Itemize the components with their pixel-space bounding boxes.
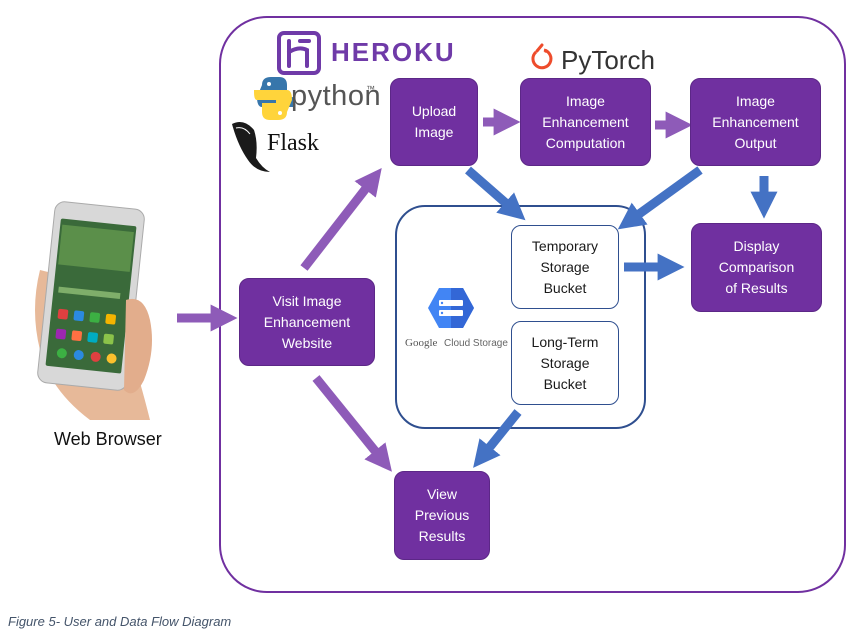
visit-website-node: Visit Image Enhancement Website bbox=[239, 278, 375, 366]
view-previous-results-node: View Previous Results bbox=[394, 471, 490, 560]
heroku-logo-text: HEROKU bbox=[331, 37, 456, 67]
figure-caption: Figure 5- User and Data Flow Diagram bbox=[8, 614, 232, 629]
heroku-icon bbox=[277, 31, 321, 75]
pytorch-icon bbox=[531, 43, 553, 70]
gcs-brand-text: Google bbox=[405, 337, 438, 349]
python-logo-text: python bbox=[291, 80, 382, 112]
arrow-visit-to-view bbox=[312, 375, 392, 472]
temporary-storage-bucket: Temporary Storage Bucket bbox=[511, 225, 619, 309]
python-icon bbox=[254, 77, 295, 120]
enhancement-computation-node: Image Enhancement Computation bbox=[520, 78, 651, 166]
web-browser-label: Web Browser bbox=[54, 429, 162, 449]
python-trademark: ™ bbox=[366, 84, 375, 94]
flask-logo-text: Flask bbox=[267, 130, 320, 156]
long-term-storage-bucket: Long-Term Storage Bucket bbox=[511, 321, 619, 405]
arrow-upload-to-temp bbox=[465, 166, 526, 221]
pytorch-logo-text: PyTorch bbox=[561, 45, 655, 75]
arrow-longterm-to-view bbox=[473, 409, 522, 468]
arrow-visit-to-upload bbox=[300, 168, 382, 271]
arrow-output-to-temp bbox=[617, 166, 703, 230]
display-comparison-node: Display Comparison of Results bbox=[691, 223, 822, 312]
flask-icon bbox=[232, 122, 270, 172]
upload-image-node: Upload Image bbox=[390, 78, 478, 166]
enhancement-output-node: Image Enhancement Output bbox=[690, 78, 821, 166]
gcs-icon bbox=[428, 288, 474, 328]
gcs-product-text: Cloud Storage bbox=[444, 338, 508, 349]
smartphone-icon bbox=[35, 201, 152, 420]
